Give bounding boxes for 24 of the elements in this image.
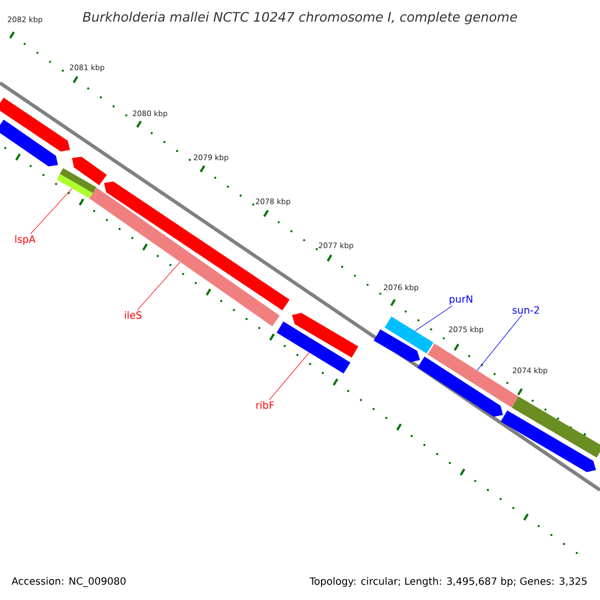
gene-feature xyxy=(374,329,420,362)
title: Burkholderia mallei NCTC 10247 chromosome I, complete genome xyxy=(82,12,517,24)
gene-label: ribF xyxy=(256,401,274,409)
gene-bar xyxy=(276,321,350,374)
gene-feature xyxy=(72,156,107,186)
gene-feature xyxy=(104,182,290,310)
genome-info-text: Topology: circular; Length: 3,495,687 bp; Genes: 3,325 xyxy=(310,577,587,587)
gene-feature xyxy=(292,312,358,358)
gene-feature xyxy=(418,356,503,417)
gene-label: lspA xyxy=(15,235,36,245)
gene-label: purN xyxy=(450,295,472,305)
leader-line xyxy=(30,188,72,234)
gene-feature xyxy=(0,98,70,152)
gene-bar xyxy=(384,316,434,354)
leader-line xyxy=(414,306,453,332)
gene-bar xyxy=(512,396,600,458)
gene-label: sun-2 xyxy=(512,306,539,314)
leader-line xyxy=(476,314,522,371)
gene-feature xyxy=(500,410,596,472)
leader-line xyxy=(137,262,180,310)
gene-feature xyxy=(0,120,58,166)
gene-label: ileS xyxy=(124,311,142,319)
accession-text: Accession: NC_009080 xyxy=(12,577,126,587)
leader-line xyxy=(268,352,310,400)
